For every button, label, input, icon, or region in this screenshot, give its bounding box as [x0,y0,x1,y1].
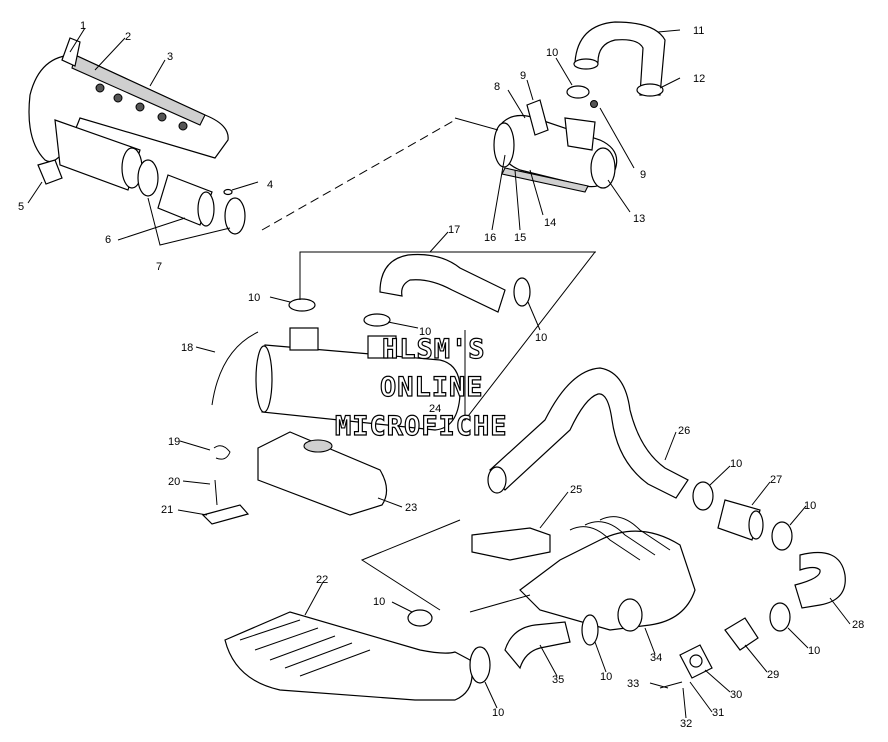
muffler-part-24 [255,327,461,431]
callout-9-top: 9 [520,70,526,82]
clamps-part-7 [137,159,246,235]
assembly-line-dashed [261,119,456,231]
callout-10-bottom: 10 [492,707,504,719]
callout-3: 3 [167,51,173,63]
callout-10-pipe27: 10 [804,500,816,512]
clamp-10-top [566,85,590,99]
callout-10-top: 10 [546,47,558,59]
bracket-part-9 [526,99,598,136]
callout-24: 24 [429,403,441,415]
callout-30: 30 [730,689,742,701]
bolt-part-20 [214,479,218,506]
flange-part-30 [679,644,713,679]
hose-part-35 [504,621,571,670]
elbow-hose-part-11 [573,21,666,96]
callout-28: 28 [852,619,864,631]
callout-10-muffler-right: 10 [419,326,431,338]
callout-34: 34 [650,652,662,664]
callout-10-header34: 10 [600,671,612,683]
plate-part-21 [201,504,250,525]
assembly-line-muffler [299,251,596,300]
strap-part-18 [211,331,259,406]
elbow-part-28 [794,551,846,609]
callout-23: 23 [405,502,417,514]
callout-11: 11 [693,25,704,37]
clamp-part-12 [636,83,664,97]
pipe-part-27 [717,499,764,541]
callout-9-right: 9 [640,169,646,181]
fitting-part-1 [61,37,81,67]
callout-19: 19 [168,436,180,448]
callout-7: 7 [156,261,162,273]
callout-2: 2 [125,31,131,43]
assembly-line-top [454,117,499,131]
callout-25: 25 [570,484,582,496]
callout-8: 8 [494,81,500,93]
clamp-10-lower [407,609,599,684]
exhaust-manifold [28,54,229,191]
header-part-34 [519,516,696,632]
callout-31: 31 [712,707,724,719]
callout-5: 5 [18,201,24,213]
callout-1: 1 [80,20,86,32]
ring-part-19 [213,445,231,460]
callout-labels: 1 2 3 4 5 6 7 8 9 10 11 12 9 13 14 15 16… [18,20,864,730]
hose-part-26 [487,367,689,499]
callout-10-header22: 10 [373,596,385,608]
callout-10-hose26: 10 [730,458,742,470]
washer-part-4 [223,188,233,196]
callout-29: 29 [767,669,779,681]
callout-4: 4 [267,179,273,191]
callout-26: 26 [678,425,690,437]
assembly-line-34 [469,594,531,613]
callout-32: 32 [680,718,692,730]
watermark-line-1: HLSM'S [382,334,486,365]
fitting-part-5 [37,159,63,185]
callout-12: 12 [693,73,705,85]
watermark: HLSM'S ONLINE MICROFICHE [334,333,508,442]
callout-33: 33 [627,678,639,690]
callout-22: 22 [316,574,328,586]
callout-18: 18 [181,342,193,354]
assembly-line-26 [464,251,596,422]
callout-21: 21 [161,504,173,516]
callout-14: 14 [544,217,556,229]
callout-16: 16 [484,232,496,244]
clamp-10-right [692,481,793,632]
callout-17: 17 [448,224,460,236]
callout-leaders [27,27,851,719]
clamp-10-a [288,277,531,327]
watermark-line-2: ONLINE [380,372,484,403]
header-part-22 [224,611,473,701]
flange-part-29 [724,617,759,651]
assembly-line-22 [360,519,461,611]
callout-13: 13 [633,213,645,225]
callout-10-elbow28: 10 [808,645,820,657]
callout-10-hose17: 10 [535,332,547,344]
callout-15: 15 [514,232,526,244]
callout-20: 20 [168,476,180,488]
callout-35: 35 [552,674,564,686]
retainer-part-23 [257,431,388,516]
watermark-line-3: MICROFICHE [335,411,508,442]
callout-10-muffler-left: 10 [248,292,260,304]
hose-part-17 [379,253,506,313]
exhaust-chamber-part-13 [493,115,618,193]
callout-6: 6 [105,234,111,246]
box-part-25 [471,527,551,561]
coupler-part-6 [157,174,215,227]
callout-27: 27 [770,474,782,486]
